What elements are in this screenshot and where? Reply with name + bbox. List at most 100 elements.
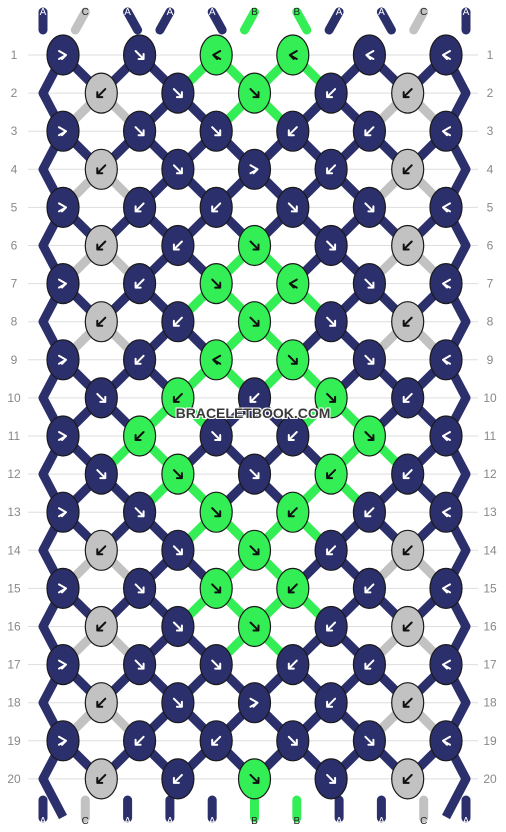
knot-direction-arrow-icon [287,659,298,670]
row-number-right: 11 [484,429,497,443]
knot [123,110,157,152]
knot-direction-arrow-icon [365,50,375,60]
knot [161,72,195,114]
knot [123,339,157,381]
knot-direction-arrow-icon [442,431,451,441]
knot-direction-arrow-icon [249,545,260,556]
knot-direction-arrow-icon [58,735,67,746]
knot-direction-arrow-icon [249,392,260,403]
row-number-right: 5 [487,200,494,214]
knot [199,643,233,686]
knot-direction-arrow-icon [134,354,145,365]
knot [123,643,157,686]
knot [237,301,272,343]
row-number-left: 7 [11,277,18,291]
row-number-left: 11 [8,429,21,443]
knot [314,758,348,800]
knot [391,301,425,343]
knot-direction-arrow-icon [326,545,337,556]
knot-direction-arrow-icon [212,354,222,365]
knot [123,415,157,457]
thread-label-top: C [420,7,427,18]
row-number-right: 19 [483,734,497,748]
knot-direction-arrow-icon [172,697,183,708]
row-number-right: 14 [483,543,497,557]
knot-direction-arrow-icon [326,240,337,251]
knot [199,491,233,533]
knot-direction-arrow-icon [172,773,183,784]
knot [276,34,310,76]
knot [352,567,386,610]
knot-direction-arrow-icon [326,316,337,327]
knot [84,453,118,495]
knot [237,453,272,495]
row-number-right: 2 [487,86,494,100]
knot [352,720,386,762]
knot [314,148,348,190]
knot-direction-arrow-icon [134,659,145,670]
thread-label-bottom: A [209,816,216,827]
thread-tail-top [123,7,143,35]
knot [84,72,118,114]
row-number-left: 16 [7,620,21,634]
knot-direction-arrow-icon [442,202,451,213]
knot [161,758,195,800]
knot-ellipse [429,491,463,533]
knot [199,186,233,228]
knot-ellipse [46,567,80,610]
knot-direction-arrow-icon [442,583,451,594]
knot-direction-arrow-icon [287,202,298,213]
row-number-left: 19 [7,734,21,748]
knot [237,72,272,114]
knot-direction-arrow-icon [58,507,67,518]
row-number-right: 10 [483,391,497,405]
knot-direction-arrow-icon [249,773,260,784]
knot-direction-arrow-icon [96,164,107,175]
knot [199,110,233,152]
row-number-right: 6 [487,239,494,253]
knot-ellipse [46,415,80,457]
knot [314,605,348,648]
knot-direction-arrow-icon [326,621,337,632]
knot-direction-arrow-icon [402,164,413,175]
knot [429,263,463,305]
thread-label-top: A [336,7,343,18]
row-number-left: 5 [11,200,18,214]
thread-tail-top [292,7,312,35]
knot-direction-arrow-icon [288,278,298,289]
knot-direction-arrow-icon [402,773,413,784]
knot-direction-arrow-icon [172,392,183,403]
knot [46,34,80,76]
knot [429,491,463,533]
knot-ellipse [429,339,463,381]
row-number-left: 8 [11,315,18,329]
knot-ellipse [429,186,463,228]
row-number-left: 1 [11,48,18,62]
row-number-right: 7 [487,277,494,291]
knot [276,339,310,381]
knot-direction-arrow-icon [211,202,222,213]
knot [352,491,386,533]
knot [46,567,80,610]
knot-direction-arrow-icon [287,431,298,441]
knot-direction-arrow-icon [96,621,107,632]
knot-direction-arrow-icon [364,431,375,441]
knot [314,529,348,571]
knot-direction-arrow-icon [58,50,67,60]
knot-direction-arrow-icon [249,469,260,480]
knot [352,263,386,305]
knot-direction-arrow-icon [364,507,375,518]
knot [352,643,386,686]
knot-direction-arrow-icon [364,735,375,746]
knot [352,339,386,381]
knot [391,453,425,495]
knot-ellipse [429,720,463,762]
row-number-left: 12 [7,467,21,481]
knot-direction-arrow-icon [442,659,451,670]
knot-ellipse [237,148,272,190]
knot-direction-arrow-icon [172,240,183,251]
knot [391,605,425,648]
knot [199,415,233,457]
